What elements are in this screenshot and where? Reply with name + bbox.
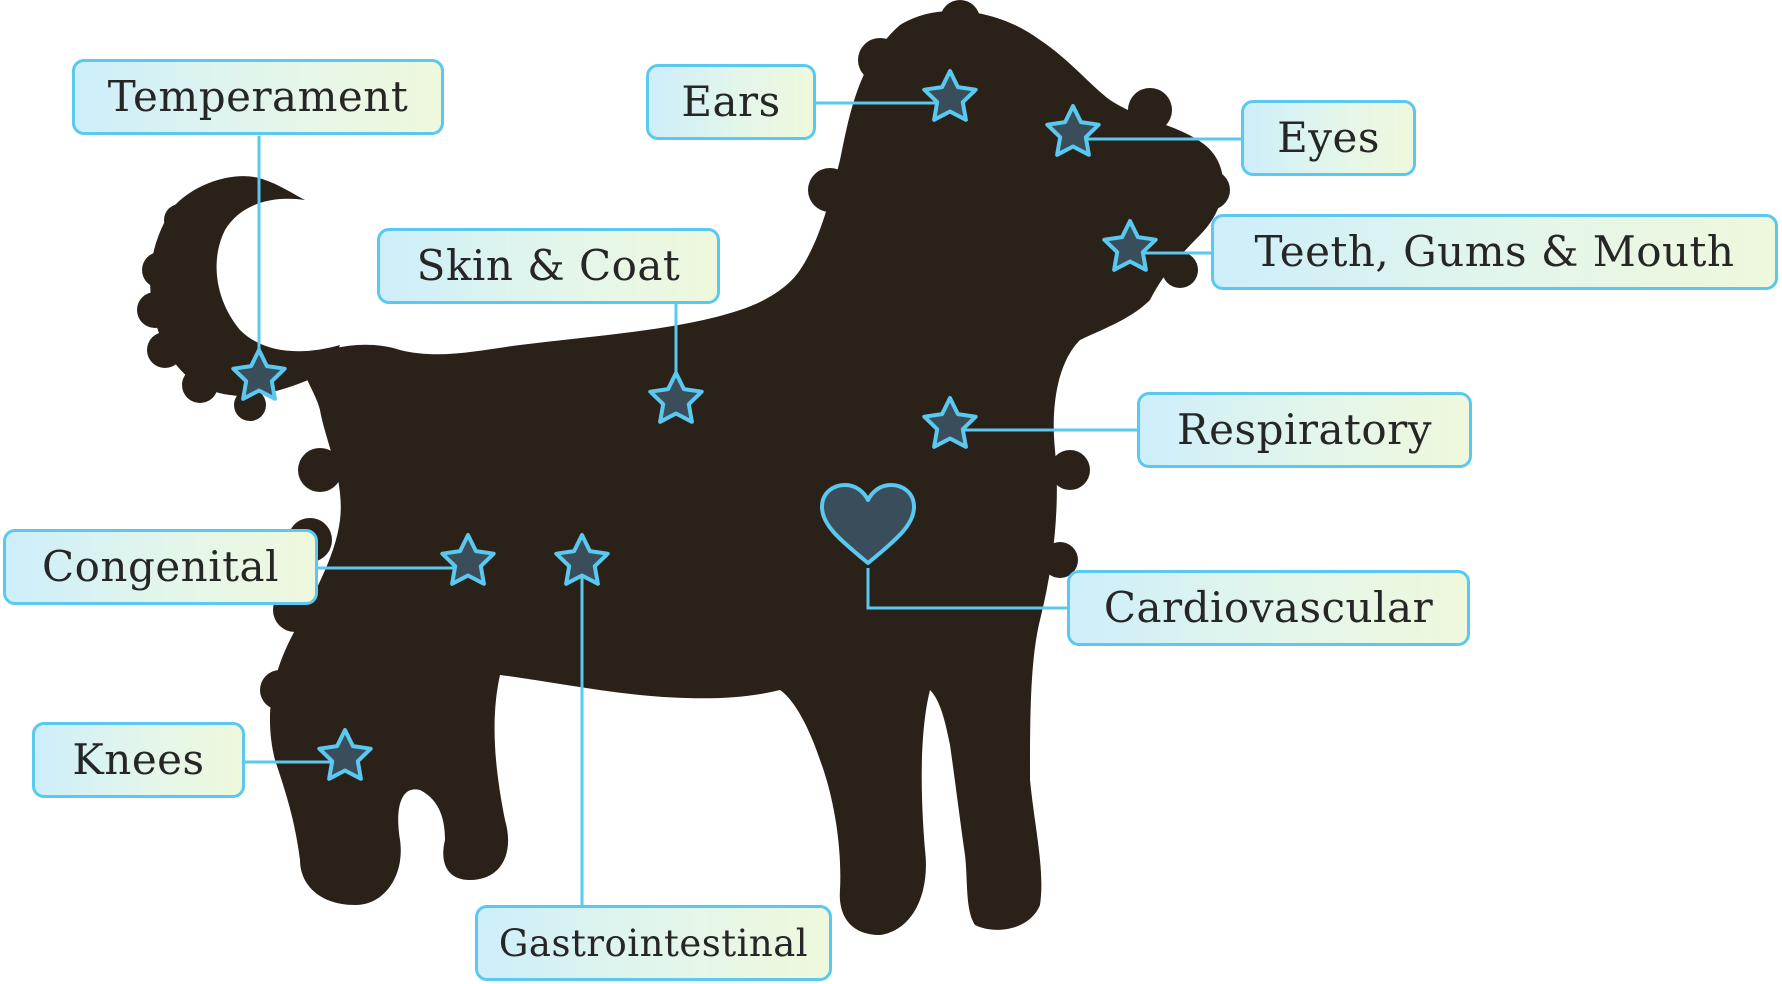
- star-icon: [922, 69, 978, 122]
- connector-lines: [245, 101, 1245, 905]
- label-gastrointestinal: Gastrointestinal: [475, 905, 832, 981]
- label-congenital: Congenital: [3, 529, 318, 605]
- star-icon: [922, 396, 978, 449]
- star-icon: [648, 371, 704, 424]
- star-icon: [554, 533, 610, 586]
- dog-body: [270, 10, 1224, 936]
- label-skin-coat: Skin & Coat: [377, 228, 720, 304]
- label-teeth-gums-mouth: Teeth, Gums & Mouth: [1211, 214, 1778, 290]
- star-icon: [231, 348, 287, 401]
- connector-cardio: [866, 568, 1068, 610]
- star-icon: [1102, 219, 1158, 272]
- dog-tail: [150, 176, 340, 396]
- label-eyes: Eyes: [1241, 100, 1416, 176]
- star-markers: [231, 69, 1158, 781]
- label-cardiovascular: Cardiovascular: [1067, 570, 1470, 646]
- star-icon: [1045, 104, 1101, 157]
- label-respiratory: Respiratory: [1137, 392, 1472, 468]
- label-temperament: Temperament: [72, 59, 444, 135]
- label-ears: Ears: [646, 64, 816, 140]
- heart-icon: [820, 483, 916, 565]
- star-icon: [317, 728, 373, 781]
- label-knees: Knees: [32, 722, 245, 798]
- star-icon: [440, 533, 496, 586]
